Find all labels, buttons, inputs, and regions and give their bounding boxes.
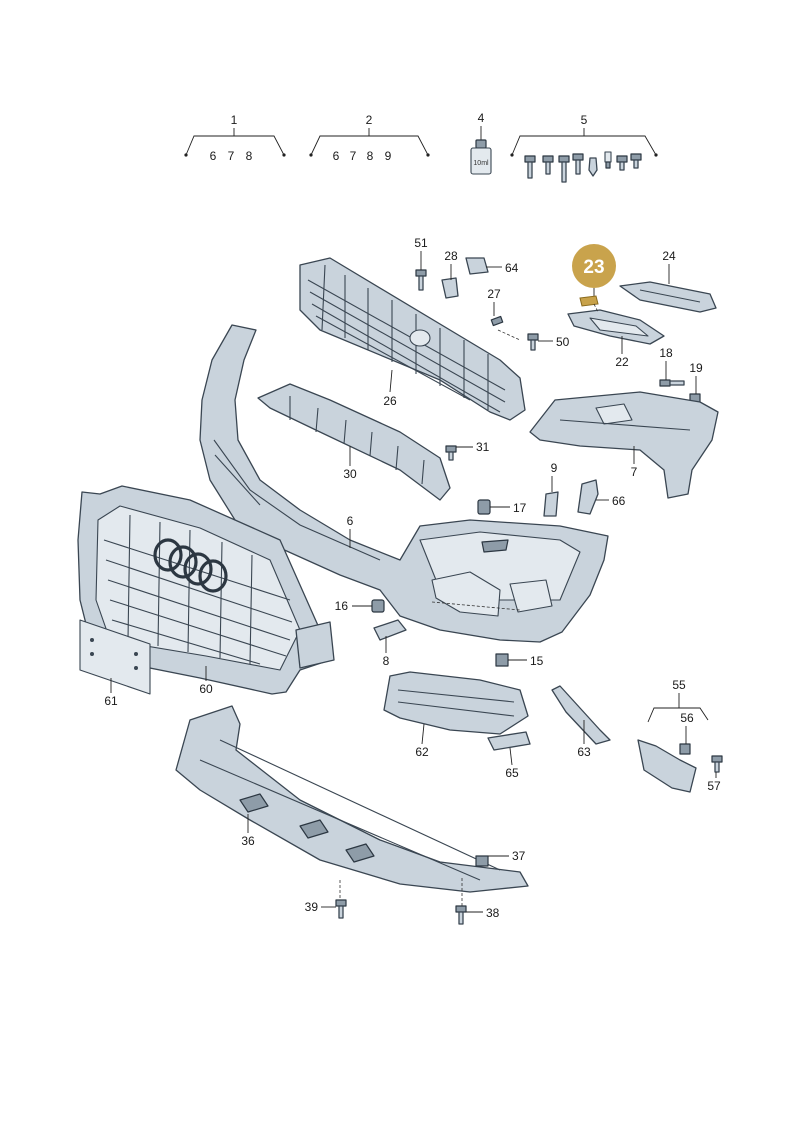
highlight-marker-23: 23	[572, 244, 616, 307]
label-8: 8	[383, 654, 390, 668]
cover-8	[373, 619, 407, 641]
kit-5-fasteners: 5	[510, 113, 658, 183]
label-61: 61	[104, 694, 118, 708]
cover-55	[637, 739, 697, 793]
label-18: 18	[659, 346, 673, 360]
bracket-63	[551, 685, 611, 745]
bracket-22	[567, 309, 665, 345]
label-38: 38	[486, 906, 500, 920]
label-55: 55	[672, 678, 686, 692]
cover-65	[487, 731, 531, 751]
screw-39	[335, 899, 347, 919]
kit-1: 1 6 7 8	[184, 113, 286, 163]
license-plate-bracket-61	[79, 619, 151, 695]
bolt-51	[415, 269, 427, 291]
label-27: 27	[487, 287, 501, 301]
label-65: 65	[505, 766, 519, 780]
highlight-number: 23	[583, 257, 604, 278]
bolt-18	[659, 379, 685, 387]
kit-2-sub-3: 8	[367, 149, 374, 163]
trim-24	[619, 281, 717, 313]
label-63: 63	[577, 745, 591, 759]
label-64: 64	[505, 261, 519, 275]
label-36: 36	[241, 834, 255, 848]
kit-2-sub-2: 7	[350, 149, 357, 163]
underbody-panel-36	[175, 705, 529, 893]
label-51: 51	[414, 236, 428, 250]
screw-27	[490, 315, 504, 327]
label-19: 19	[689, 361, 703, 375]
clip-15	[495, 653, 509, 667]
strip-66	[577, 479, 599, 515]
kit-1-sub-1: 6	[210, 149, 217, 163]
label-37: 37	[512, 849, 526, 863]
label-15: 15	[530, 654, 544, 668]
rings-logo	[153, 538, 228, 593]
bracket-9	[543, 491, 559, 517]
kit-2: 2 6 7 8 9	[309, 113, 430, 163]
label-26: 26	[383, 394, 397, 408]
label-28: 28	[444, 249, 458, 263]
clip-64	[465, 257, 489, 275]
label-66: 66	[612, 494, 626, 508]
kit-2-sub-4: 9	[385, 149, 392, 163]
kit-1-sub-2: 7	[228, 149, 235, 163]
label-39: 39	[305, 900, 319, 914]
screw-50	[527, 333, 539, 351]
part-23-clip-icon	[579, 295, 599, 307]
screw-38	[455, 905, 467, 925]
clip-37	[475, 855, 489, 867]
center-grille-26	[299, 257, 526, 421]
bumper-cover-6	[199, 324, 609, 643]
label-60: 60	[199, 682, 213, 696]
label-30: 30	[343, 467, 357, 481]
kit-5-number: 5	[581, 113, 588, 127]
side-bracket-7	[529, 391, 719, 499]
label-6: 6	[347, 514, 354, 528]
bottle-label: 10ml	[473, 160, 489, 167]
reinforcement-30	[257, 383, 451, 501]
label-50: 50	[556, 335, 570, 349]
assembly-lines	[339, 303, 599, 906]
kit-1-sub-3: 8	[246, 149, 253, 163]
label-57: 57	[707, 779, 721, 793]
clip-16	[371, 599, 385, 613]
clip-17	[477, 499, 491, 515]
screw-31	[445, 445, 457, 461]
kit-1-number: 1	[231, 113, 238, 127]
label-62: 62	[415, 745, 429, 759]
label-22: 22	[615, 355, 629, 369]
label-7: 7	[631, 465, 638, 479]
kit-2-number: 2	[366, 113, 373, 127]
screw-57	[711, 755, 723, 773]
kit-4-sealant: 4 10ml	[470, 111, 492, 175]
bracket-28	[441, 277, 459, 299]
group-55: 55	[647, 678, 709, 723]
fog-grille-62	[383, 671, 529, 735]
label-17: 17	[513, 501, 527, 515]
screw-set-icon	[524, 151, 642, 183]
label-9: 9	[551, 461, 558, 475]
label-16: 16	[335, 599, 349, 613]
label-31: 31	[476, 440, 490, 454]
label-24: 24	[662, 249, 676, 263]
clip-56	[679, 743, 691, 755]
kit-4-number: 4	[478, 111, 485, 125]
labels: 51 28 64 27 50 24 18 22 19 26 31 30 7 9 …	[104, 236, 721, 920]
bottle-icon	[470, 147, 492, 175]
label-56: 56	[680, 711, 694, 725]
kit-2-sub-1: 6	[333, 149, 340, 163]
